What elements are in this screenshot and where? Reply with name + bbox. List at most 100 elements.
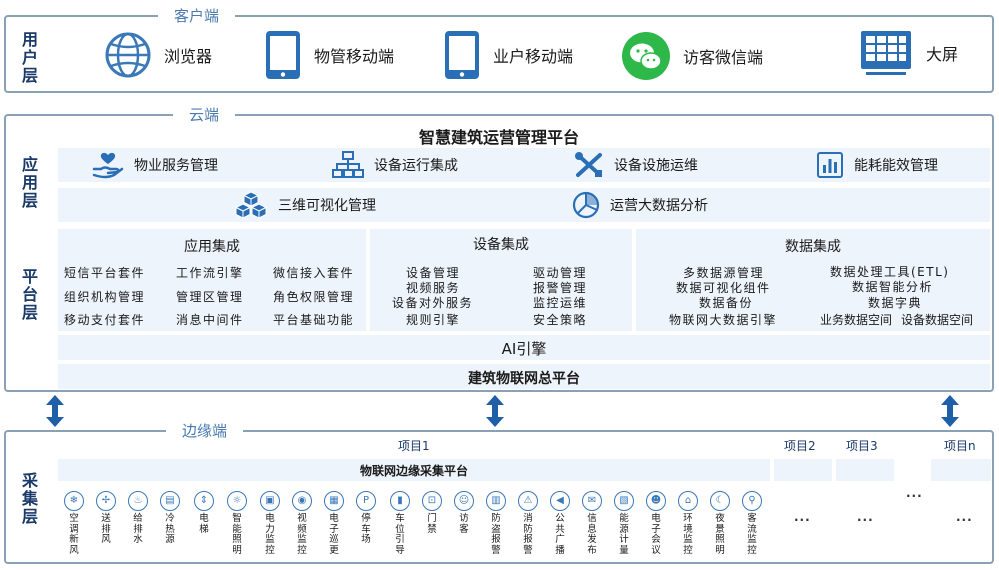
device-cell: 规则引擎 [406,313,461,327]
env-icon: ⌂ [678,491,698,511]
device-integration-col [370,229,632,331]
data-integration-title: 数据集成 [785,239,841,255]
edge-item-guide[interactable]: ▮车位引导 [388,491,412,556]
globe-icon [104,31,152,79]
edge-item-door[interactable]: ⊡门禁 [420,491,444,535]
tablet-icon [264,29,302,81]
project2-band [774,459,832,481]
ac-icon: ❄ [64,491,84,511]
platform-layer-label: 平台层 [21,267,38,322]
edge-item-fan[interactable]: ✢送排风 [94,491,118,546]
client-item-label: 浏览器 [164,47,213,66]
data-cell: 数据字典 [868,296,923,310]
project-label: 项目1 [398,439,430,453]
data-cell: 物联网大数据引擎 [669,313,778,327]
edge-item-heat[interactable]: ▤冷热源 [158,491,182,546]
app-cell: 平台基础功能 [273,313,355,327]
ellipsis: ... [857,510,874,524]
edge-panel: 边缘端 采集层 项目1 项目2 项目3 项目n 物联网边缘采集平台 ❄空调新风 … [4,422,994,564]
ellipsis: ... [956,510,973,524]
screen-icon [858,29,914,77]
edge-item-flow[interactable]: ⚲客流监控 [740,491,764,556]
app-cell: 微信接入套件 [273,266,355,280]
guide-icon: ▮ [390,491,410,511]
client-item-property-mobile[interactable]: 物管移动端 [264,29,394,81]
app-label: 设备设施运维 [614,158,698,174]
edge-item-meeting[interactable]: ☻电子会议 [644,491,668,556]
power-icon: ▣ [260,491,280,511]
app-big-data-analysis[interactable]: 运营大数据分析 [572,191,708,219]
pie-chart-icon [572,191,600,219]
edge-item-visitor[interactable]: ☺访客 [452,491,476,535]
edge-item-info[interactable]: ✉信息发布 [580,491,604,556]
client-item-browser[interactable]: 浏览器 [104,31,212,79]
data-cell: 多数据源管理 [683,266,765,280]
edge-item-video[interactable]: ◉视频监控 [290,491,314,556]
edge-item-elevator[interactable]: ⇕电梯 [192,491,216,535]
edge-item-broadcast[interactable]: ◀公共广播 [548,491,572,556]
tablet-icon [443,29,481,81]
alarm-icon: ▥ [486,491,506,511]
app-layer-label: 应用层 [21,155,38,210]
iot-platform-band [58,364,990,389]
client-section-title: 客户端 [158,7,236,25]
project3-band [836,459,894,481]
platform-title: 智慧建筑运营管理平台 [418,128,579,147]
edge-item-meter[interactable]: ▧能源计量 [612,491,636,556]
wechat-icon [621,31,671,81]
heat-source-icon: ▤ [160,491,180,511]
edge-item-burglar[interactable]: ▥防盗报警 [484,491,508,556]
edge-platform-band [58,459,770,481]
network-icon [332,151,364,179]
ai-engine-band [58,335,990,360]
edge-section-title: 边缘端 [166,422,244,440]
cloud-panel: 云端 智慧建筑运营管理平台 应用层 平台层 物业服务管理 设备运行集成 设备设施… [4,106,994,392]
client-item-visitor-wechat[interactable]: 访客微信端 [621,31,763,81]
meter-icon: ▧ [614,491,634,511]
app-3d-visualization[interactable]: 三维可视化管理 [234,191,376,219]
fan-icon: ✢ [96,491,116,511]
app-cell: 移动支付套件 [64,313,146,327]
edge-item-patrol[interactable]: ▦电子巡更 [322,491,346,556]
edge-item-ac[interactable]: ❄空调新风 [62,491,86,556]
client-item-big-screen[interactable]: 大屏 [858,29,958,77]
edge-platform-label: 物联网边缘采集平台 [359,464,468,478]
app-device-operation[interactable]: 设备运行集成 [332,151,458,179]
double-arrow-icon [941,395,959,427]
app-integration-col [58,229,366,331]
ellipsis: ... [794,510,811,524]
ellipsis: ... [906,486,923,500]
client-item-label: 物管移动端 [314,47,395,66]
door-icon: ⊡ [422,491,442,511]
double-arrow-icon [486,395,504,427]
moon-icon: ☾ [710,491,730,511]
info-icon: ✉ [582,491,602,511]
app-property-service[interactable]: 物业服务管理 [92,151,218,179]
edge-item-env[interactable]: ⌂环境监控 [676,491,700,556]
cubes-icon [234,191,268,219]
app-facility-maintenance[interactable]: 设备设施运维 [574,151,698,179]
data-cell: 数据处理工具(ETL) [830,265,950,279]
tools-icon [574,151,604,179]
app-integration-title: 应用集成 [184,239,240,255]
project-label: 项目n [944,439,976,453]
data-cell: 数据智能分析 [852,280,934,294]
faucet-icon: ♨ [128,491,148,511]
app-label: 能耗能效管理 [854,158,938,174]
app-band-2 [58,188,990,222]
edge-item-fire[interactable]: ⚠消防报警 [516,491,540,556]
edge-item-lighting[interactable]: ☼智能照明 [225,491,249,556]
device-cell: 视频服务 [406,281,461,295]
fire-icon: ⚠ [518,491,538,511]
flow-icon: ⚲ [742,491,762,511]
collect-layer-label: 采集层 [21,471,38,526]
edge-item-power[interactable]: ▣电力监控 [258,491,282,556]
client-item-owner-mobile[interactable]: 业户移动端 [443,29,573,81]
app-label: 设备运行集成 [374,158,458,174]
app-energy-management[interactable]: 能耗能效管理 [816,151,938,179]
data-cell: 业务数据空间 [820,313,893,327]
edge-item-water[interactable]: ♨给排水 [126,491,150,546]
data-cell: 设备数据空间 [901,313,974,327]
edge-item-night[interactable]: ☾夜景照明 [708,491,732,556]
